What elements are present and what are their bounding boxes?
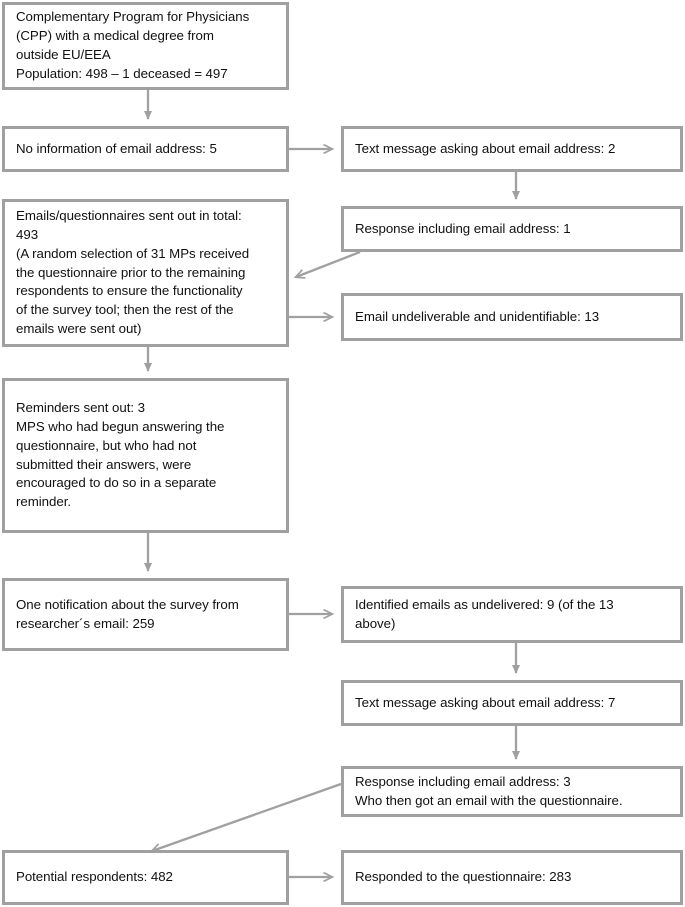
node-identified-undelivered: Identified emails as undelivered: 9 (of …: [341, 586, 683, 643]
node-no-email-info-label: No information of email address: 5: [16, 140, 217, 156]
node-population: Complementary Program for Physicians (CP…: [2, 2, 289, 90]
edge-response1-to-sent: [296, 250, 361, 277]
edge-response3-to-potential: [152, 782, 342, 851]
node-reminders-label: Reminders sent out: 3 MPS who had begun …: [16, 399, 225, 510]
node-no-email-info: No information of email address: 5: [2, 126, 289, 172]
node-one-notification: One notification about the survey from r…: [2, 578, 289, 651]
node-responded-to-questionnaire: Responded to the questionnaire: 283: [341, 850, 683, 905]
node-email-undeliverable: Email undeliverable and unidentifiable: …: [341, 293, 683, 341]
node-text-message-7: Text message asking about email address:…: [341, 680, 683, 726]
node-text-message-7-label: Text message asking about email address:…: [355, 694, 616, 710]
node-response-email-1-label: Response including email address: 1: [355, 220, 571, 236]
node-potential-respondents: Potential respondents: 482: [2, 850, 289, 905]
node-email-undeliverable-label: Email undeliverable and unidentifiable: …: [355, 308, 600, 324]
node-text-message-1: Text message asking about email address:…: [341, 126, 683, 172]
node-reminders: Reminders sent out: 3 MPS who had begun …: [2, 378, 289, 533]
node-potential-respondents-label: Potential respondents: 482: [16, 869, 173, 885]
node-identified-undelivered-label: Identified emails as undelivered: 9 (of …: [355, 596, 614, 631]
node-one-notification-label: One notification about the survey from r…: [16, 596, 239, 631]
node-response-email-1: Response including email address: 1: [341, 206, 683, 252]
node-responded-to-questionnaire-label: Responded to the questionnaire: 283: [355, 869, 572, 885]
node-population-label: Complementary Program for Physicians (CP…: [16, 9, 250, 81]
node-emails-sent-total: Emails/questionnaires sent out in total:…: [2, 199, 289, 347]
node-response-email-3: Response including email address: 3 Who …: [341, 766, 683, 817]
node-emails-sent-total-label: Emails/questionnaires sent out in total:…: [16, 207, 250, 337]
node-response-email-3-label: Response including email address: 3 Who …: [355, 773, 623, 808]
node-text-message-1-label: Text message asking about email address:…: [355, 140, 616, 156]
